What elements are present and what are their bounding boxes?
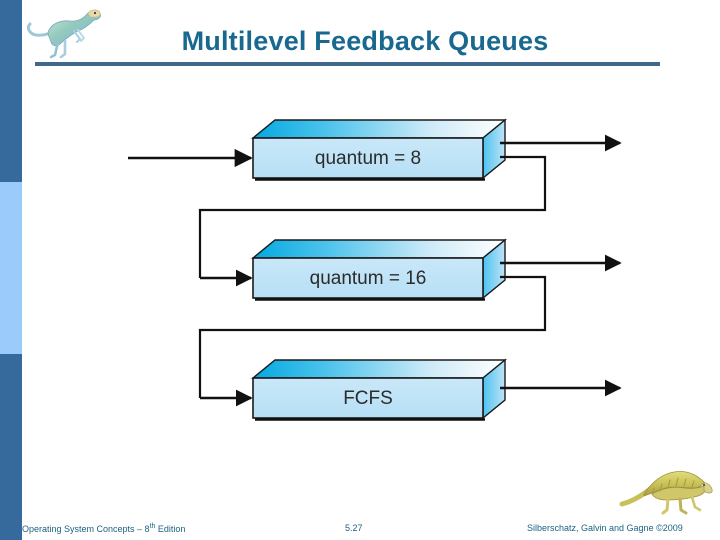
sidebar-stripe-middle bbox=[0, 182, 22, 354]
queue-1-front-face bbox=[252, 137, 484, 179]
queue-2-top-face bbox=[251, 239, 507, 259]
queue-2-feedback-path bbox=[198, 275, 547, 398]
footer-copyright: Silberschatz, Galvin and Gagne ©2009 bbox=[527, 523, 683, 533]
dinosaur-icon bbox=[24, 2, 108, 62]
sidebar-stripes bbox=[0, 0, 22, 540]
slide-footer: Operating System Concepts – 8th Edition … bbox=[0, 518, 720, 540]
footer-edition-main: Operating System Concepts – 8 bbox=[22, 524, 150, 534]
queue-1-label: quantum = 8 bbox=[315, 148, 421, 169]
sidebar-stripe-top bbox=[0, 0, 22, 182]
page-title: Multilevel Feedback Queues bbox=[181, 26, 549, 56]
title-divider bbox=[35, 62, 660, 66]
queue-3-front-face bbox=[252, 377, 484, 419]
slide-header: Multilevel Feedback Queues bbox=[0, 0, 720, 72]
queue-3-label: FCFS bbox=[343, 388, 393, 409]
queue-1-top-face bbox=[251, 119, 507, 139]
queue-2-front-face bbox=[252, 257, 484, 299]
multilevel-feedback-queue-diagram: quantum = 8 quantum = 16 FCFS bbox=[0, 80, 720, 460]
footer-edition-ordinal: th bbox=[149, 523, 156, 530]
queue-2-label: quantum = 16 bbox=[310, 268, 427, 289]
queue-1-feedback-path bbox=[198, 155, 547, 278]
dimetrodon-icon bbox=[618, 458, 714, 518]
slide-number: 5.27 bbox=[345, 523, 363, 533]
footer-edition: Operating System Concepts – 8th Edition bbox=[22, 523, 185, 534]
sidebar-stripe-bottom bbox=[0, 354, 22, 540]
footer-edition-tail: Edition bbox=[155, 524, 186, 534]
queue-3-top-face bbox=[251, 359, 507, 379]
